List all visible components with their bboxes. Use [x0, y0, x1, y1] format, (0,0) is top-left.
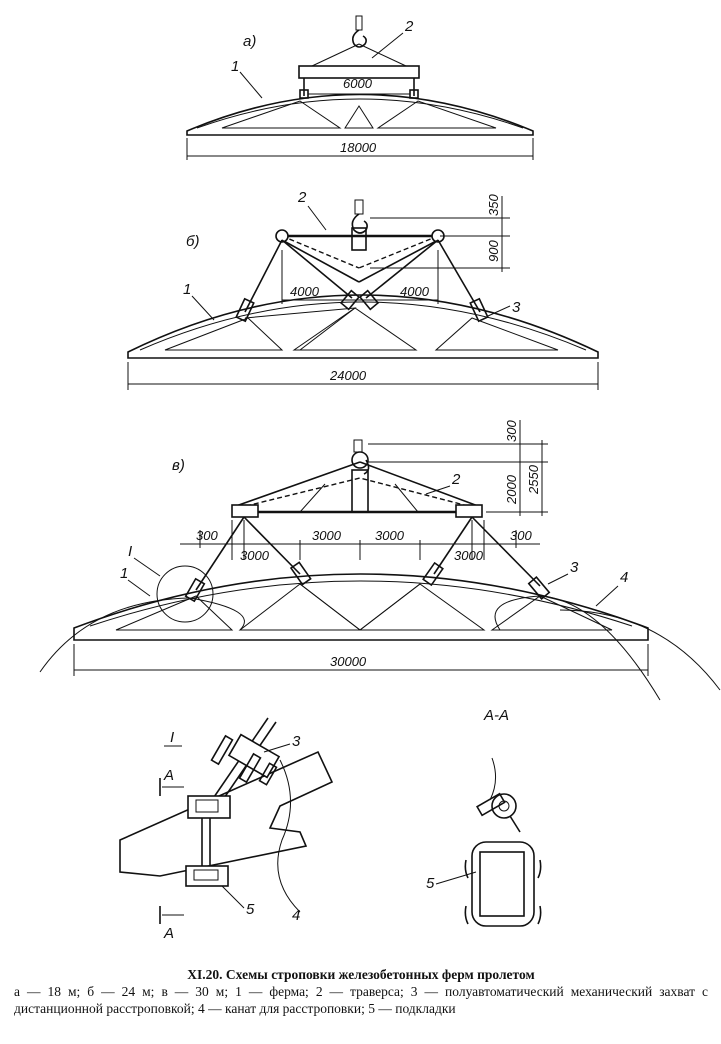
- dim-v-h-mid: 2000: [504, 474, 519, 505]
- callout-2: 2: [404, 18, 414, 35]
- dim-v-seg4: 3000: [454, 548, 484, 563]
- dim-b-h-top: 350: [486, 194, 501, 216]
- truss-a: [186, 93, 534, 136]
- callout-4: 4: [292, 907, 300, 924]
- callout-5: 5: [246, 901, 255, 918]
- dim-v-seg2: 3000: [312, 528, 342, 543]
- callout-4: 4: [620, 569, 628, 586]
- caption-legend-2: 2 — траверса;: [315, 984, 404, 999]
- dim-v-edge-right: 300: [510, 528, 532, 543]
- callout-3: 3: [570, 559, 579, 576]
- caption-title: XI.20. Схемы строповки железобетонных фе…: [187, 967, 535, 982]
- figure-caption: XI.20. Схемы строповки железобетонных фе…: [14, 966, 708, 1017]
- caption-legend-4: 4 — канат для расстроповки;: [197, 1001, 365, 1016]
- cut-a-top: А: [163, 767, 174, 784]
- dim-v-span: 30000: [330, 654, 367, 669]
- callout-3: 3: [292, 733, 301, 750]
- cut-a-bottom: А: [163, 925, 174, 942]
- traverse-a: [298, 43, 420, 99]
- caption-legend-1: 1 — ферма;: [235, 984, 309, 999]
- caption-legend-3: 3 — полуавтоматический механический захв…: [14, 984, 709, 1016]
- dim-a-span: 18000: [340, 140, 377, 155]
- dim-v-seg1: 3000: [240, 548, 270, 563]
- label-a: а): [243, 33, 256, 50]
- traverse-v: [231, 461, 483, 518]
- truss-slinging-drawing: а) 6000 1 2: [39, 15, 721, 942]
- detail-marker: I: [128, 543, 132, 560]
- callout-5: 5: [426, 875, 435, 892]
- callout-2: 2: [451, 471, 461, 488]
- caption-span-b: б — 24 м;: [87, 984, 155, 999]
- callout-2: 2: [297, 189, 307, 206]
- caption-body: а — 18 м; б — 24 м; в — 30 м; 1 — ферма;…: [14, 983, 708, 1017]
- scheme-v: в): [39, 420, 721, 701]
- detail-i: I А А 3 5 4: [119, 717, 334, 942]
- crane-hook-icon: [351, 199, 368, 234]
- crane-hook-icon: [351, 439, 370, 475]
- dim-v-h-total: 2550: [526, 464, 541, 495]
- callout-1: 1: [183, 281, 191, 298]
- dim-a-traverse: 6000: [343, 76, 373, 91]
- label-b: б): [186, 233, 199, 250]
- callout-1: 1: [231, 58, 239, 75]
- dim-b-half-right: 4000: [400, 284, 430, 299]
- scheme-b: б): [127, 189, 599, 390]
- dim-v-seg3: 3000: [375, 528, 405, 543]
- caption-span-a: а — 18 м;: [14, 984, 81, 999]
- detail-title: I: [170, 729, 174, 746]
- dim-b-h-mid: 900: [486, 240, 501, 262]
- dim-v-h-top: 300: [504, 420, 519, 442]
- dim-b-half-left: 4000: [290, 284, 320, 299]
- caption-legend-5: 5 — подкладки: [368, 1001, 456, 1016]
- callout-3: 3: [512, 299, 521, 316]
- dim-b-span: 24000: [329, 368, 367, 383]
- section-title: А-А: [483, 707, 509, 724]
- section-a-a: А-А 5: [426, 707, 542, 927]
- caption-span-v: в — 30 м;: [161, 984, 229, 999]
- truss-b: [127, 294, 599, 359]
- crane-hook-icon: [352, 15, 367, 48]
- callout-1: 1: [120, 565, 128, 582]
- scheme-a: а) 6000 1 2: [186, 15, 534, 160]
- label-v: в): [172, 457, 185, 474]
- dim-v-edge-left: 300: [196, 528, 218, 543]
